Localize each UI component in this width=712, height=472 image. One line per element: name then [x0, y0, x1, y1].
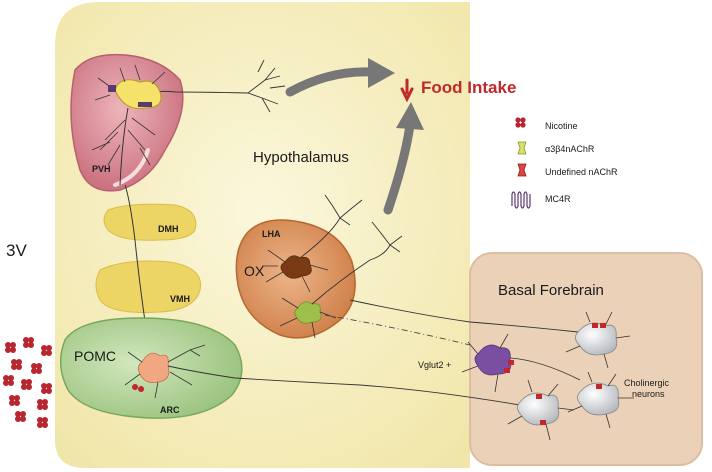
legend: Nicotine α3β4nAChR Undefined nAChR MC4R — [511, 117, 618, 209]
orexin-neuron — [262, 194, 363, 293]
pvh-highlight — [113, 148, 150, 187]
lha-vglut-neuron — [279, 221, 403, 339]
dmh-label: DMH — [158, 224, 179, 234]
legend-label-nicotine: Nicotine — [545, 121, 578, 131]
vmh-label: VMH — [170, 294, 190, 304]
hypothalamus-label: Hypothalamus — [253, 149, 349, 166]
nicotine-molecules — [3, 337, 52, 428]
lha-to-food-arrowhead — [396, 102, 424, 130]
nicotine-icon — [515, 117, 526, 128]
vglut2-neuron — [461, 333, 581, 393]
cholinergic-label-line1: Cholinergic — [624, 378, 670, 388]
lha-label: LHA — [262, 229, 281, 239]
pvh-to-food-arrowhead — [368, 58, 395, 88]
pvh-label: PVH — [92, 164, 111, 174]
cholinergic-neuron-1 — [565, 311, 631, 369]
cholinergic-neuron-2 — [567, 371, 634, 429]
pvh-neuron — [91, 64, 249, 186]
vmh-region — [95, 260, 202, 313]
ox-label: OX — [244, 263, 265, 279]
legend-label-mc4r: MC4R — [545, 194, 571, 204]
mc4r-icon — [511, 191, 531, 209]
food-intake-label: Food Intake — [421, 78, 516, 97]
third-ventricle-label: 3V — [6, 241, 27, 260]
legend-label-a3b4: α3β4nAChR — [545, 144, 595, 154]
a3b4-nachr-icon — [517, 141, 527, 155]
lha-to-vglut2-connection — [324, 314, 471, 346]
lha-region — [235, 219, 356, 339]
basal-forebrain-label: Basal Forebrain — [498, 282, 604, 299]
pomc-neuron — [124, 344, 521, 406]
decrease-arrow-icon — [400, 78, 414, 103]
legend-label-undefined-nachr: Undefined nAChR — [545, 167, 618, 177]
cholinergic-neuron-3 — [507, 379, 575, 441]
vglut2-label: Vglut2 + — [418, 360, 451, 370]
lha-to-food-arrow — [383, 120, 415, 215]
pvh-to-food-arrow — [285, 67, 377, 97]
cholinergic-to-lha-axon — [349, 299, 579, 333]
undefined-nachr-icon — [517, 163, 527, 177]
cholinergic-label-line2: neurons — [632, 389, 665, 399]
pvh-axon-terminal — [247, 59, 286, 113]
pomc-label: POMC — [74, 348, 116, 364]
arc-label: ARC — [160, 405, 180, 415]
dmh-region — [103, 203, 197, 241]
